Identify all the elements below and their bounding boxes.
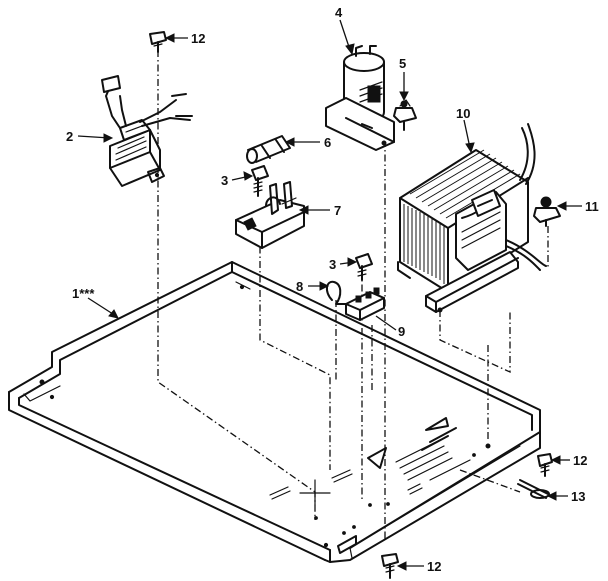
fuse [246, 135, 291, 164]
callout-3a: 3 [221, 173, 228, 188]
small-transformer [101, 75, 193, 187]
callout-2: 2 [66, 129, 73, 144]
alignment-lines [157, 50, 549, 540]
callout-11: 11 [585, 199, 599, 214]
screw-part-12-top [149, 31, 167, 53]
base-plate [8, 261, 541, 563]
callout-7: 7 [334, 203, 341, 218]
callout-3b: 3 [329, 257, 336, 272]
callout-12-right: 12 [573, 453, 587, 468]
callout-1: 1*** [72, 286, 95, 301]
callout-12-top: 12 [191, 31, 205, 46]
callout-labels: 1*** 2 3 3 4 5 6 7 8 9 10 11 12 12 13 12 [66, 5, 599, 574]
callout-10: 10 [456, 106, 470, 121]
screw-part-12-bottom [381, 553, 399, 579]
bolt-part-11 [533, 196, 561, 227]
screw-part-12-right [537, 453, 553, 477]
callout-4: 4 [335, 5, 343, 20]
callout-9: 9 [398, 324, 405, 339]
callout-6: 6 [324, 135, 331, 150]
capacitor [325, 45, 395, 151]
screw-part-5 [393, 99, 417, 131]
callout-12-bottom: 12 [427, 559, 441, 574]
washer-part-13 [517, 479, 550, 499]
clip-part-8 [326, 280, 347, 305]
leader-lines [77, 19, 582, 571]
callout-13: 13 [571, 489, 585, 504]
screw-part-3b [355, 253, 373, 281]
callout-5: 5 [399, 56, 406, 71]
screw-part-3a [251, 165, 269, 197]
hv-transformer [397, 123, 547, 313]
terminal-block [345, 287, 385, 321]
callout-8: 8 [296, 279, 303, 294]
fuse-holder [235, 181, 305, 249]
